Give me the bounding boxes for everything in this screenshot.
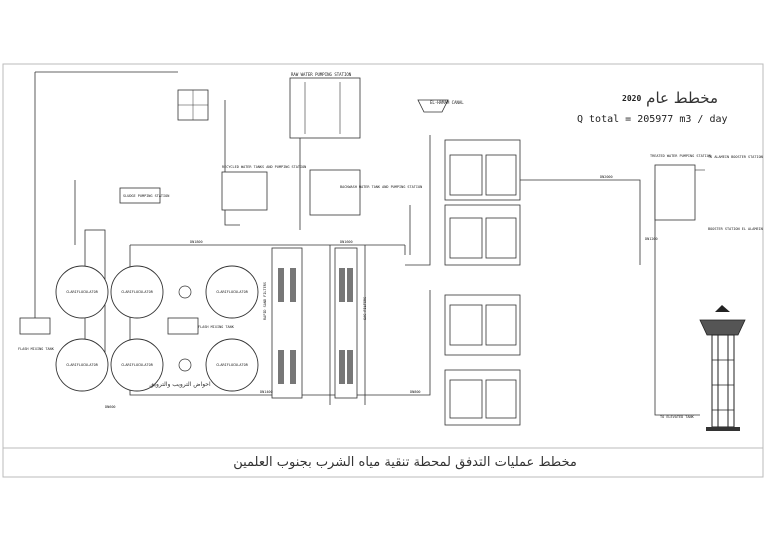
clarifloculator-ar-label: احواض الترويب والترويق — [149, 381, 211, 388]
clarifloculator-6 — [205, 338, 259, 392]
svg-text:TO ELEVATED TANK: TO ELEVATED TANK — [660, 415, 695, 419]
sludge-pumping-station: SLUDGE PUMPING STATION — [119, 187, 169, 204]
svg-text:FLASH MIXING TANK: FLASH MIXING TANK — [18, 347, 55, 351]
clarifloculator-5 — [205, 265, 259, 319]
svg-text:CLARIFLOCULATOR: CLARIFLOCULATOR — [121, 290, 154, 294]
svg-text:GAC FILTERS: GAC FILTERS — [363, 297, 367, 320]
flash-mixing-tanks: FLASH MIXING TANK FLASH MIXING TANK — [18, 317, 235, 351]
svg-text:SLUDGE PUMPING STATION: SLUDGE PUMPING STATION — [123, 194, 169, 198]
svg-text:CLARIFLOCULATOR: CLARIFLOCULATOR — [216, 290, 249, 294]
el-hamam-canal: EL-HAMAM CANAL — [417, 99, 464, 113]
svg-text:RAPID SAND FILTERS: RAPID SAND FILTERS — [263, 282, 267, 320]
svg-text:TO ALAMEIN BOOSTER STATION: TO ALAMEIN BOOSTER STATION — [708, 155, 763, 159]
svg-text:CLARIFLOCULATOR: CLARIFLOCULATOR — [66, 363, 99, 367]
pipe-dn-label: DN1200 — [645, 237, 658, 241]
header-year: 2020 — [622, 94, 641, 103]
svg-text:RECYCLED WATER TANKS AND PUMPI: RECYCLED WATER TANKS AND PUMPING STATION — [222, 165, 306, 169]
footer-caption: مخطط عمليات التدفق لمحطة تنقية مياه الشر… — [233, 455, 577, 470]
svg-text:EL-HAMAM CANAL: EL-HAMAM CANAL — [430, 100, 464, 105]
pipe-dn-label: DN2000 — [600, 175, 613, 179]
svg-text:CLARIFLOCULATOR: CLARIFLOCULATOR — [121, 363, 154, 367]
svg-text:BOOSTER STATION EL ALAMEIN: BOOSTER STATION EL ALAMEIN — [708, 227, 763, 231]
svg-text:BACKWASH WATER TANK AND PUMPIN: BACKWASH WATER TANK AND PUMPING STATION — [340, 185, 422, 189]
q-total: Q total = 205977 m3 / day — [577, 114, 728, 125]
treated-water-pumping-station: TREATED WATER PUMPING STATION TO ALAMEIN… — [650, 154, 763, 419]
pipe-dn-label: DN1600 — [340, 240, 353, 244]
clarifloculators: CLARIFLOCULATOR CLARIFLOCULATOR CLARIFLO… — [55, 265, 259, 392]
svg-text:FLASH MIXING TANK: FLASH MIXING TANK — [198, 325, 235, 329]
backwash-water-tank: BACKWASH WATER TANK AND PUMPING STATION — [309, 169, 422, 216]
raw-water-pumping-station: RAW WATER PUMPING STATION — [289, 72, 361, 139]
clarifloculator-2 — [55, 338, 109, 392]
svg-text:RAW WATER PUMPING STATION: RAW WATER PUMPING STATION — [291, 72, 352, 77]
pipe-dn-label: DN1400 — [260, 390, 273, 394]
gac-filters: GAC FILTERS — [334, 247, 367, 399]
svg-text:TREATED WATER PUMPING STATION: TREATED WATER PUMPING STATION — [650, 154, 711, 158]
pipe-dn-label: DN600 — [105, 405, 116, 409]
clarifloculator-3 — [110, 265, 164, 319]
sand-filters: RAPID SAND FILTERS — [263, 247, 303, 399]
drawing-frame — [2, 63, 764, 478]
pipe-dn-label: DN1800 — [190, 240, 203, 244]
recycled-water-tanks: RECYCLED WATER TANKS AND PUMPING STATION — [221, 165, 306, 211]
header-title: مخطط عام — [646, 89, 718, 107]
clarifloculator-4 — [110, 338, 164, 392]
svg-text:CLARIFLOCULATOR: CLARIFLOCULATOR — [216, 363, 249, 367]
clarifloculator-1 — [55, 265, 109, 319]
pipe-dn-label: DN800 — [410, 390, 421, 394]
elevated-tank-icon — [699, 305, 746, 431]
ground-reservoirs — [444, 139, 521, 426]
svg-text:CLARIFLOCULATOR: CLARIFLOCULATOR — [66, 290, 99, 294]
